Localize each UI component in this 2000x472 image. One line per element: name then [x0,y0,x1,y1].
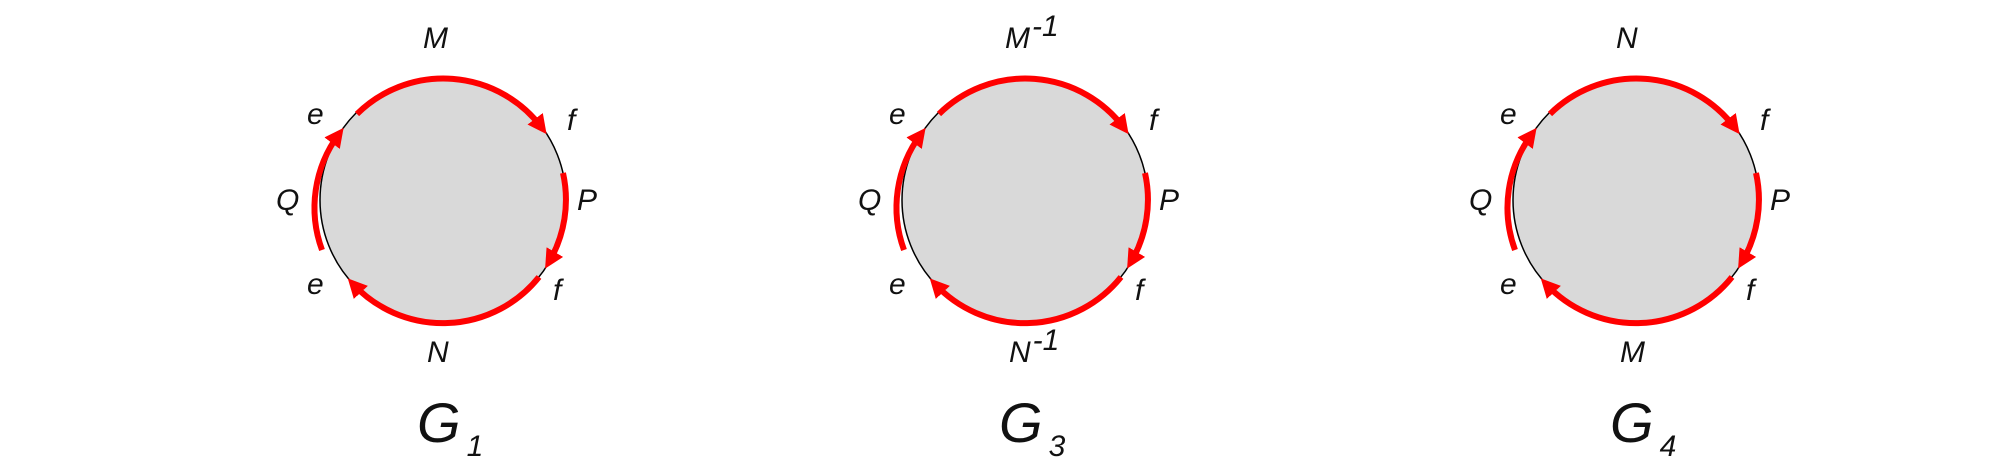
vertex-bottom-left: e [307,268,324,301]
vertex-top-left: e [1500,98,1517,131]
label-right: P [577,184,597,217]
arc-right [1127,172,1151,269]
arc-bottom [347,275,542,327]
label-left: Q [276,184,299,217]
label-left: Q [1469,184,1492,217]
arc-top [354,75,547,135]
vertex-bottom-right: f [1746,274,1757,307]
label-right: P [1770,184,1790,217]
label-bottom: M [1620,336,1645,369]
label-bottom: N [427,336,449,369]
vertex-top-left: e [307,98,324,131]
arc-left [311,127,344,252]
arc-right [1738,172,1762,269]
arc-top [1547,75,1740,135]
label-bottom: N-1 [1009,324,1059,369]
label-right: P [1159,184,1179,217]
arc-bottom [929,275,1124,327]
vertex-top-left: e [889,98,906,131]
arc-top [936,75,1129,135]
vertex-top-right: f [567,104,578,137]
arc-left [893,127,926,252]
vertex-bottom-left: e [1500,268,1517,301]
arc-bottom [1540,275,1735,327]
label-top: M [423,22,448,55]
label-top: M-1 [1005,10,1059,55]
label-top: N [1616,22,1638,55]
vertex-bottom-right: f [553,274,564,307]
arc-right [545,172,569,269]
vertex-bottom-right: f [1135,274,1146,307]
vertex-bottom-left: e [889,268,906,301]
vertex-top-right: f [1760,104,1771,137]
vertex-top-right: f [1149,104,1160,137]
arc-left [1504,127,1537,252]
label-left: Q [858,184,881,217]
